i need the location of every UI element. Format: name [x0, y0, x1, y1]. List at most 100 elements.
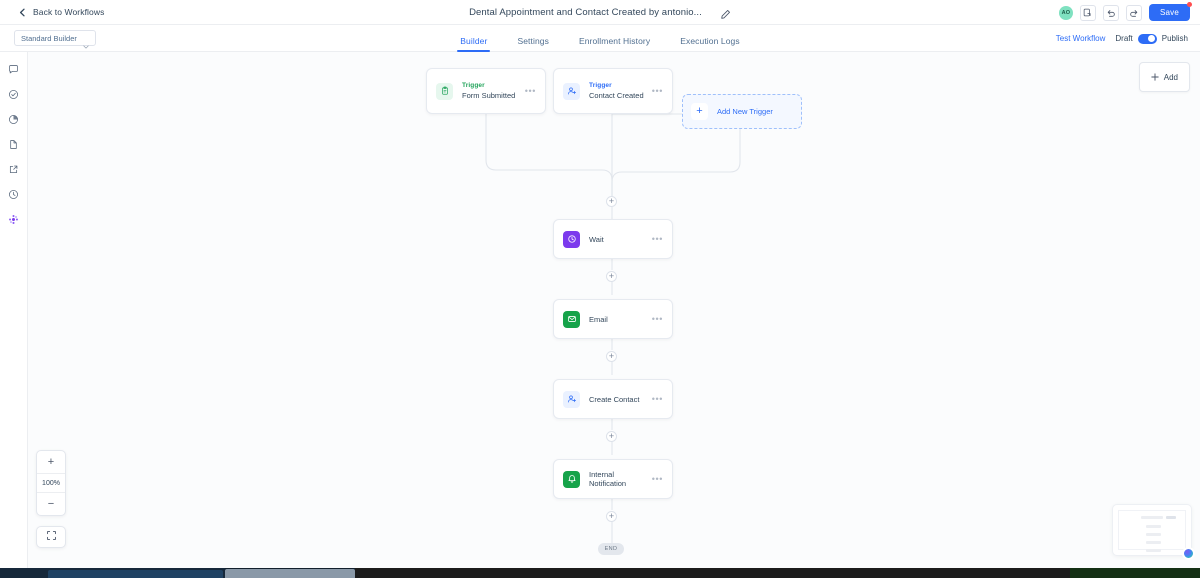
tab-builder[interactable]: Builder — [457, 36, 491, 52]
add-between-step-4[interactable]: + — [606, 431, 617, 442]
add-new-trigger-button[interactable]: + Add New Trigger — [682, 94, 802, 129]
fit-to-screen-icon — [46, 528, 57, 546]
minimap-node — [1146, 533, 1161, 536]
action-node-text: Wait — [589, 235, 652, 244]
action-label: Internal Notification — [589, 470, 627, 488]
taskbar-segment — [355, 568, 1070, 578]
add-step-button[interactable]: Add — [1138, 62, 1190, 92]
trigger-kicker: Trigger — [589, 81, 612, 89]
tab-settings[interactable]: Settings — [517, 36, 549, 46]
back-to-workflows-button[interactable]: Back to Workflows — [18, 7, 104, 17]
minimap-node — [1146, 541, 1161, 544]
minimap[interactable] — [1112, 504, 1195, 560]
action-label: Email — [589, 314, 608, 324]
redo-icon[interactable] — [1125, 4, 1142, 21]
add-new-trigger-label: Add New Trigger — [717, 107, 773, 116]
zoom-out-button[interactable]: − — [47, 498, 55, 510]
draft-label: Draft — [1115, 34, 1133, 43]
trigger-kicker: Trigger — [462, 81, 485, 89]
tab-list: Builder Settings Enrollment History Exec… — [0, 25, 1200, 52]
zoom-level-label: 100% — [37, 473, 65, 493]
add-between-step-2[interactable]: + — [606, 271, 617, 282]
avatar[interactable]: AO — [1058, 5, 1073, 20]
top-bar: Back to Workflows Dental Appointment and… — [0, 0, 1200, 25]
assistant-orb-icon[interactable] — [1182, 547, 1195, 560]
pie-chart-icon[interactable] — [6, 111, 22, 127]
action-node-email[interactable]: Email ••• — [553, 299, 673, 339]
action-label: Wait — [589, 234, 604, 244]
builder-mode-select[interactable]: Standard Builder — [14, 30, 96, 49]
clipboard-icon — [436, 82, 453, 100]
workflow-canvas[interactable]: Add — [28, 52, 1200, 568]
more-horizontal-icon[interactable]: ••• — [651, 233, 663, 244]
plus-icon — [1151, 68, 1159, 86]
top-bar-actions: AO Save — [1058, 0, 1192, 25]
add-between-step-5[interactable]: + — [606, 511, 617, 522]
minimap-node — [1141, 516, 1163, 519]
add-between-step-3[interactable]: + — [606, 351, 617, 362]
bell-icon — [563, 470, 580, 488]
chevron-left-icon — [18, 8, 27, 17]
plus-icon: + — [691, 103, 708, 120]
workflow-title-group: Dental Appointment and Contact Created b… — [0, 0, 1200, 25]
builder-mode-value: Standard Builder — [21, 33, 77, 43]
taskbar-segment — [1070, 568, 1200, 578]
person-add-icon — [563, 82, 580, 100]
publish-toggle[interactable] — [1137, 33, 1157, 44]
more-horizontal-icon[interactable]: ••• — [524, 85, 536, 96]
chat-bubble-icon[interactable] — [6, 61, 22, 77]
publish-label: Publish — [1161, 34, 1188, 43]
pencil-icon[interactable] — [720, 7, 731, 19]
more-horizontal-icon[interactable]: ••• — [651, 393, 663, 404]
tab-bar: Standard Builder Builder Settings Enroll… — [0, 25, 1200, 52]
test-workflow-button[interactable]: Test Workflow — [1055, 34, 1106, 43]
more-horizontal-icon[interactable]: ••• — [651, 85, 663, 96]
fit-to-screen-button[interactable] — [36, 526, 66, 548]
trigger-title: Contact Created — [589, 91, 644, 101]
left-rail — [0, 52, 28, 568]
os-taskbar — [0, 568, 1200, 578]
trigger-node-text: Trigger Form Submitted — [462, 81, 525, 102]
more-horizontal-icon[interactable]: ••• — [651, 473, 663, 484]
person-add-icon — [563, 390, 580, 408]
clock-icon — [563, 230, 580, 248]
action-node-text: Create Contact — [589, 395, 652, 404]
tab-execution-logs[interactable]: Execution Logs — [680, 36, 740, 46]
add-between-step-1[interactable]: + — [606, 196, 617, 207]
envelope-icon — [563, 310, 580, 328]
more-horizontal-icon[interactable]: ••• — [651, 313, 663, 324]
minimap-node — [1146, 549, 1161, 552]
save-button[interactable]: Save — [1148, 2, 1192, 21]
document-icon[interactable] — [6, 136, 22, 152]
ai-sparkle-icon[interactable] — [6, 211, 22, 227]
action-node-wait[interactable]: Wait ••• — [553, 219, 673, 259]
zoom-in-button[interactable]: + — [47, 456, 55, 468]
save-button-label: Save — [1159, 8, 1179, 17]
add-step-label: Add — [1163, 72, 1178, 82]
trigger-title: Form Submitted — [462, 91, 516, 101]
unsaved-changes-dot — [1187, 2, 1192, 7]
action-node-create-contact[interactable]: Create Contact ••• — [553, 379, 673, 419]
external-link-icon[interactable] — [6, 161, 22, 177]
check-circle-icon[interactable] — [6, 86, 22, 102]
chevron-down-icon — [83, 36, 89, 49]
zoom-controls: + 100% − — [36, 450, 66, 516]
tab-enrollment-history[interactable]: Enrollment History — [578, 36, 651, 46]
minimap-viewport — [1118, 510, 1186, 552]
duplicate-icon[interactable] — [1079, 4, 1096, 21]
action-node-internal-notification[interactable]: Internal Notification ••• — [553, 459, 673, 499]
trigger-node-contact-created[interactable]: Trigger Contact Created ••• — [553, 68, 673, 114]
minimap-node — [1146, 525, 1161, 528]
action-node-text: Internal Notification — [589, 470, 652, 488]
clock-history-icon[interactable] — [6, 186, 22, 202]
undo-icon[interactable] — [1102, 4, 1119, 21]
end-node: END — [598, 543, 624, 555]
minimap-node — [1166, 516, 1176, 519]
taskbar-window-tab-active — [225, 569, 355, 578]
tab-bar-actions: Test Workflow Draft Publish — [1056, 25, 1188, 52]
trigger-node-text: Trigger Contact Created — [589, 81, 652, 102]
action-label: Create Contact — [589, 394, 640, 404]
taskbar-window-tab — [48, 570, 223, 578]
trigger-node-form-submitted[interactable]: Trigger Form Submitted ••• — [426, 68, 546, 114]
